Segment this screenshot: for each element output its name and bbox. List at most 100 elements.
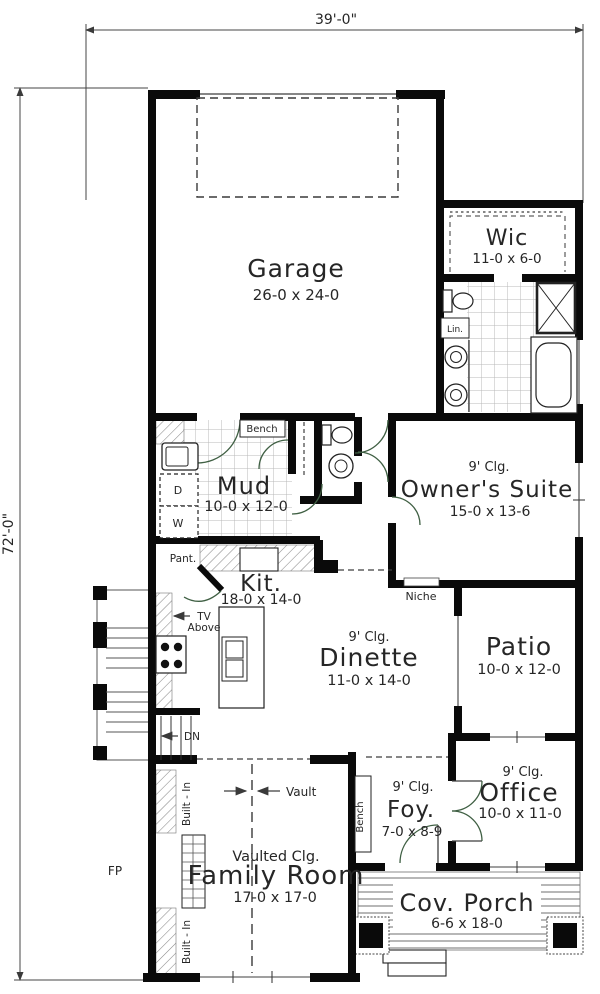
utility-sink-basin (165, 446, 189, 467)
garage-door-dashed (196, 97, 399, 198)
range-icon (155, 635, 187, 674)
annotations: Bench Lin. Pant. TV Above DN Niche Vault… (108, 325, 463, 964)
office-double-door-upper (451, 780, 483, 812)
niche-label: Niche (405, 590, 436, 603)
bath-tile-floor (467, 282, 537, 412)
mud-counter (155, 419, 185, 445)
sink-drain-icon (450, 389, 462, 401)
patio-size: 10-0 x 12-0 (477, 662, 561, 678)
refrigerator-icon (239, 547, 279, 572)
patio-label: Patio (486, 632, 552, 661)
owners-suite-label: Owner's Suite (401, 477, 573, 503)
toilet-bowl-icon (331, 426, 353, 444)
built-in-upper-label: Built - In (181, 782, 193, 826)
foyer-clg: 9' Clg. (392, 780, 433, 795)
dinette-clg: 9' Clg. (348, 630, 389, 645)
island-basin (225, 640, 244, 659)
washer-box (159, 505, 199, 539)
porch-label: Cov. Porch (399, 889, 534, 917)
dashed-lines (159, 97, 566, 973)
mud-label: Mud (217, 472, 271, 500)
washer-label: W (173, 517, 184, 530)
walls (143, 90, 583, 982)
front-door (399, 824, 439, 864)
burner-icon (173, 642, 183, 652)
foyer-bench (354, 775, 372, 853)
shower-x-icon (536, 282, 576, 334)
windows (200, 340, 585, 983)
pantry-label: Pant. (170, 553, 196, 565)
overall-width-dimension: 39'-0" (315, 12, 357, 28)
dimension-top: 39'-0" (85, 12, 584, 203)
owners-suite-clg: 9' Clg. (468, 460, 509, 475)
burner-icon (160, 659, 170, 669)
dryer-label: D (174, 484, 182, 497)
burner-icon (173, 659, 183, 669)
closet-door (291, 483, 323, 515)
toilet-icon (442, 289, 453, 313)
foyer-label: Foy. (387, 797, 435, 823)
porch-step-1 (382, 949, 447, 964)
family-room-clg: Vaulted Clg. (232, 849, 319, 865)
mud-tile-floor (183, 420, 292, 537)
overall-depth-dimension: 72'-0" (1, 513, 17, 555)
family-room-size: 17-0 x 17-0 (233, 890, 317, 906)
kitchen-size: 18-0 x 14-0 (221, 592, 302, 608)
office-label: Office (479, 778, 558, 807)
stoop-post (93, 746, 107, 760)
burner-icon (160, 642, 170, 652)
sink-drain-icon (334, 459, 348, 473)
stoop-post (93, 684, 107, 710)
foyer-bench-label: Bench (355, 801, 366, 832)
wic-label: Wic (486, 226, 528, 251)
wic-size: 11-0 x 6-0 (472, 251, 541, 267)
cov-porch (352, 871, 584, 977)
porch-label-backing (393, 884, 541, 932)
foyer-size: 7-0 x 8-9 (382, 824, 443, 840)
down-label: DN (184, 731, 200, 743)
mud-bench (239, 419, 286, 438)
mud-size: 10-0 x 12-0 (204, 499, 288, 515)
office-clg: 9' Clg. (502, 765, 543, 780)
built-in-upper-cabinet (155, 769, 177, 834)
fireplace-box (104, 848, 127, 891)
fixtures (104, 281, 578, 909)
dryer-box (159, 473, 199, 507)
kitchen-label: Kit. (240, 571, 282, 597)
porch-post-left (359, 923, 383, 948)
sink-drain-icon (450, 351, 462, 363)
mud-bench-label: Bench (246, 424, 277, 435)
owners-suite-door (391, 496, 421, 526)
porch-step-2 (387, 962, 447, 977)
side-stoop (93, 586, 151, 761)
tv-above-label-line1: TV (196, 611, 211, 623)
stoop-outline (96, 589, 151, 761)
niche-slot (403, 577, 440, 587)
stoop-post (93, 622, 107, 648)
vault-label: Vault (286, 785, 317, 799)
owners-suite-size: 15-0 x 13-6 (450, 504, 531, 520)
fireplace-label: FP (108, 864, 122, 878)
built-in-lower-label: Built - In (181, 920, 193, 964)
dimension-left: 72'-0" (1, 87, 148, 981)
wic-shelving-dashed (449, 215, 566, 272)
linen-closet (440, 317, 470, 339)
tub-basin-icon (535, 342, 572, 408)
garage-size: 26-0 x 24-0 (253, 286, 340, 304)
office-double-door-lower (451, 810, 483, 842)
porch-size: 6-6 x 18-0 (431, 916, 503, 932)
doors (183, 419, 483, 864)
pantry-angled-wall (196, 563, 225, 593)
mud-hall-door (258, 439, 289, 470)
dinette-size: 11-0 x 14-0 (327, 673, 411, 689)
pantry-door (183, 590, 222, 602)
office-size: 10-0 x 11-0 (478, 806, 562, 822)
powder-door (357, 451, 389, 483)
linen-label: Lin. (447, 325, 463, 335)
garage-mud-door (196, 419, 241, 464)
garage-label: Garage (247, 254, 345, 283)
hearth-grid (182, 835, 205, 908)
toilet-icon (321, 424, 332, 446)
annotation-arrows (160, 611, 280, 796)
